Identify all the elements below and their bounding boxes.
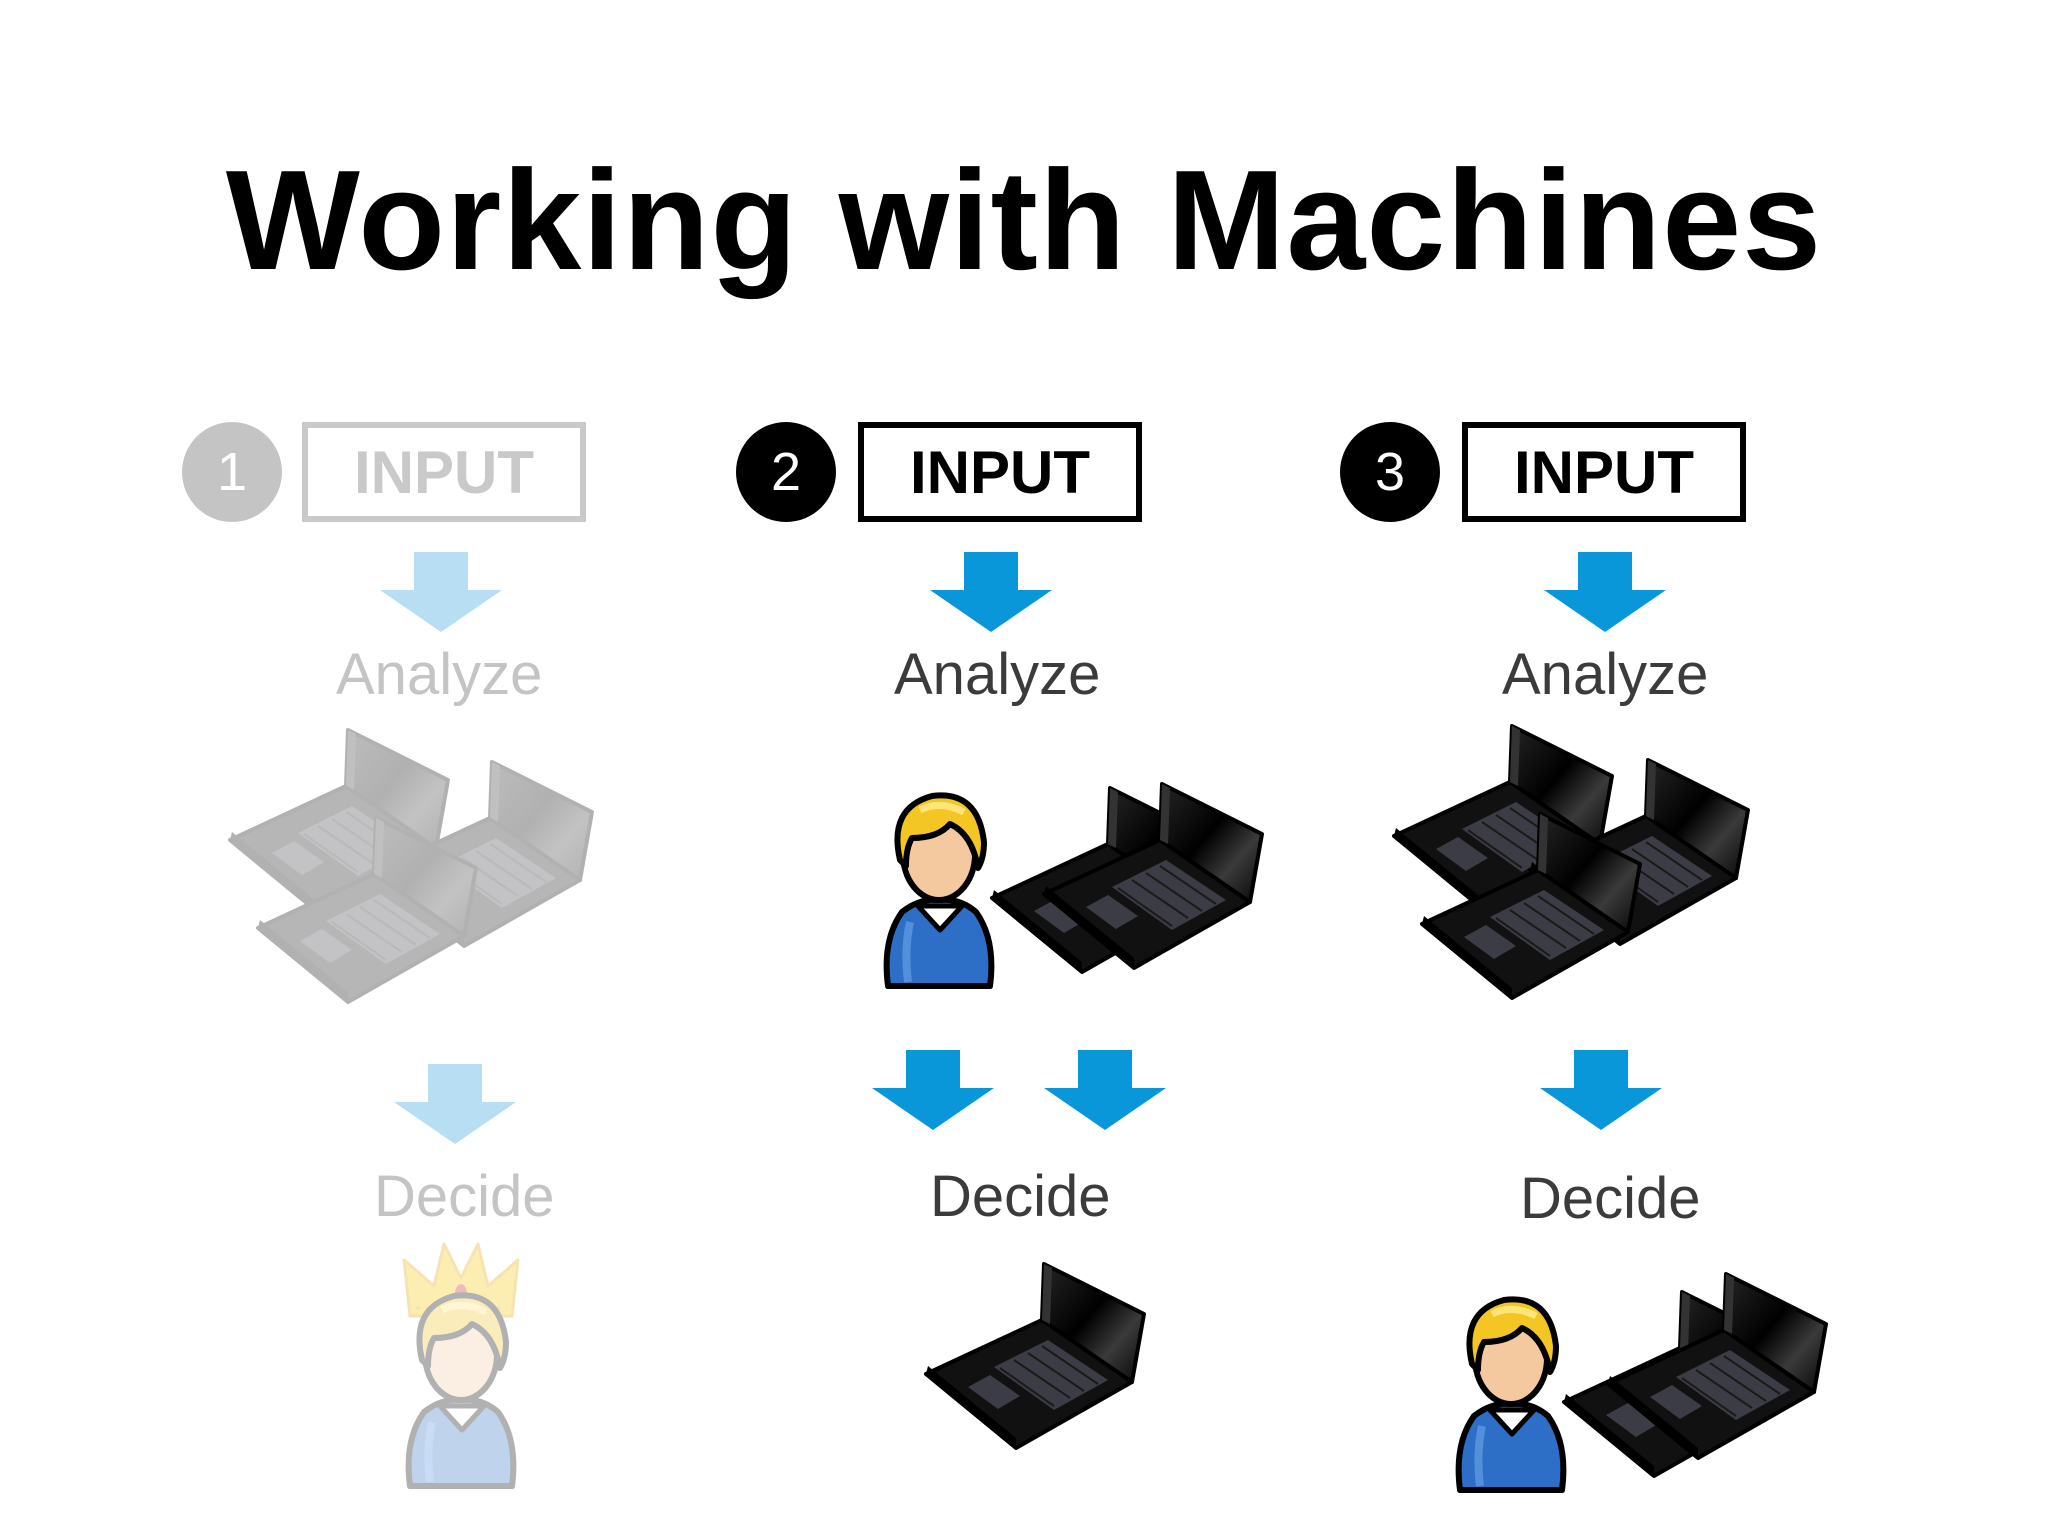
step-number-badge-3: 3: [1340, 422, 1440, 522]
decide-label-3: Decide: [1520, 1166, 1701, 1231]
decide-label-2: Decide: [930, 1164, 1111, 1229]
down-arrow-icon: [1540, 1050, 1662, 1130]
input-box-3: INPUT: [1462, 422, 1746, 522]
laptop-icon: [256, 816, 478, 1004]
analyze-label-3: Analyze: [1502, 642, 1709, 707]
down-arrow-icon: [1544, 552, 1666, 632]
person-icon: [402, 1290, 520, 1492]
input-box-1: INPUT: [302, 422, 586, 522]
analyze-label-2: Analyze: [894, 642, 1101, 707]
person-icon: [880, 790, 998, 992]
input-box-2: INPUT: [858, 422, 1142, 522]
down-arrow-icon: [872, 1050, 994, 1130]
step-number-badge-1: 1: [182, 422, 282, 522]
laptop-icon: [1420, 812, 1642, 1000]
step-number-badge-2: 2: [736, 422, 836, 522]
down-arrow-icon: [380, 552, 502, 632]
down-arrow-icon: [1044, 1050, 1166, 1130]
laptop-icon: [924, 1262, 1146, 1450]
laptop-icon: [1042, 782, 1264, 970]
decide-label-1: Decide: [374, 1164, 555, 1229]
person-icon: [1452, 1294, 1570, 1496]
analyze-label-1: Analyze: [336, 642, 543, 707]
down-arrow-icon: [394, 1064, 516, 1144]
laptop-icon: [1606, 1272, 1828, 1460]
slide-title: Working with Machines: [225, 141, 1823, 300]
down-arrow-icon: [930, 552, 1052, 632]
